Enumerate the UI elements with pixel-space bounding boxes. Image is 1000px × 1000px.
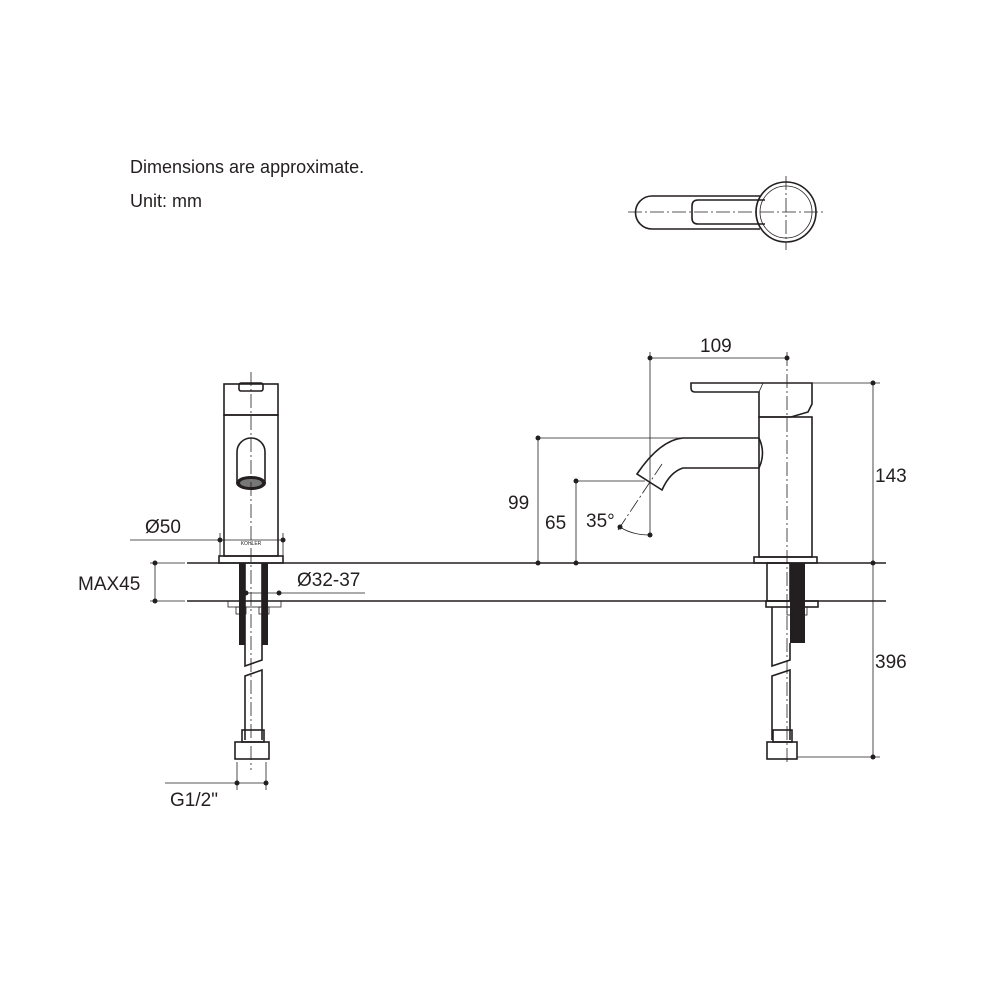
dimension-spout-reach: 109 <box>647 336 790 538</box>
dim-spout-height: 99 <box>508 493 529 514</box>
dimension-outlet-height: 65 <box>545 478 645 566</box>
faucet-side-view <box>635 352 819 765</box>
dim-outlet-angle: 35° <box>586 511 615 532</box>
note-unit: Unit: mm <box>130 191 202 211</box>
faucet-front-view: KOHLER <box>218 372 284 770</box>
dimension-hole-diameter: Ø32-37 <box>243 570 365 596</box>
dim-hole-diameter: Ø32-37 <box>297 570 360 591</box>
dim-max-thickness: MAX45 <box>78 574 140 595</box>
countertop <box>187 562 886 602</box>
handle-top-view <box>628 176 824 250</box>
dimension-base-diameter: Ø50 <box>130 517 286 556</box>
dimension-outlet-angle: 35° <box>586 463 663 536</box>
dimension-spout-height: 99 <box>508 435 759 566</box>
dim-outlet-height: 65 <box>545 513 566 534</box>
note-approximate: Dimensions are approximate. <box>130 157 364 177</box>
dim-total-height: 143 <box>875 466 907 487</box>
dimension-max-thickness: MAX45 <box>78 560 185 604</box>
dim-spout-reach: 109 <box>700 336 732 357</box>
dim-base-diameter: Ø50 <box>145 517 181 538</box>
dimension-hose-length: 396 <box>797 652 907 760</box>
dim-hose-length: 396 <box>875 652 907 673</box>
dimension-total-height: 143 <box>812 380 907 757</box>
dimension-connection: G1/2" <box>165 762 269 811</box>
dim-connection: G1/2" <box>170 790 218 811</box>
